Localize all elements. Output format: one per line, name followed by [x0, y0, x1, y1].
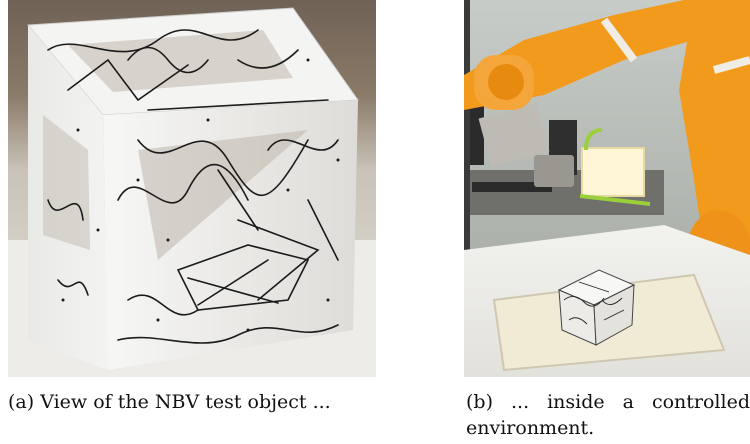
- caption-b-tag: (b): [466, 391, 493, 413]
- caption-b-word-1: ...: [510, 391, 530, 413]
- caption-b-word-2: inside: [547, 391, 605, 413]
- caption-b-word-3: a: [622, 391, 634, 413]
- caption-a-tag: (a): [8, 391, 35, 413]
- caption-panel-a: (a) View of the NBV test object ...: [8, 389, 331, 415]
- photo-nbv-test-object: [8, 0, 376, 377]
- caption-b-line2: environment.: [466, 417, 595, 439]
- caption-b-word-4: controlled: [651, 391, 750, 413]
- caption-b-line1: (b) ... inside a controlled: [466, 389, 750, 415]
- caption-a-text: View of the NBV test object ...: [40, 391, 331, 413]
- photo-controlled-environment: [464, 0, 750, 377]
- caption-panel-b: (b) ... inside a controlled environment.: [466, 389, 750, 441]
- robot-scene-illustration: [464, 0, 750, 377]
- cube-photo-illustration: [8, 0, 376, 377]
